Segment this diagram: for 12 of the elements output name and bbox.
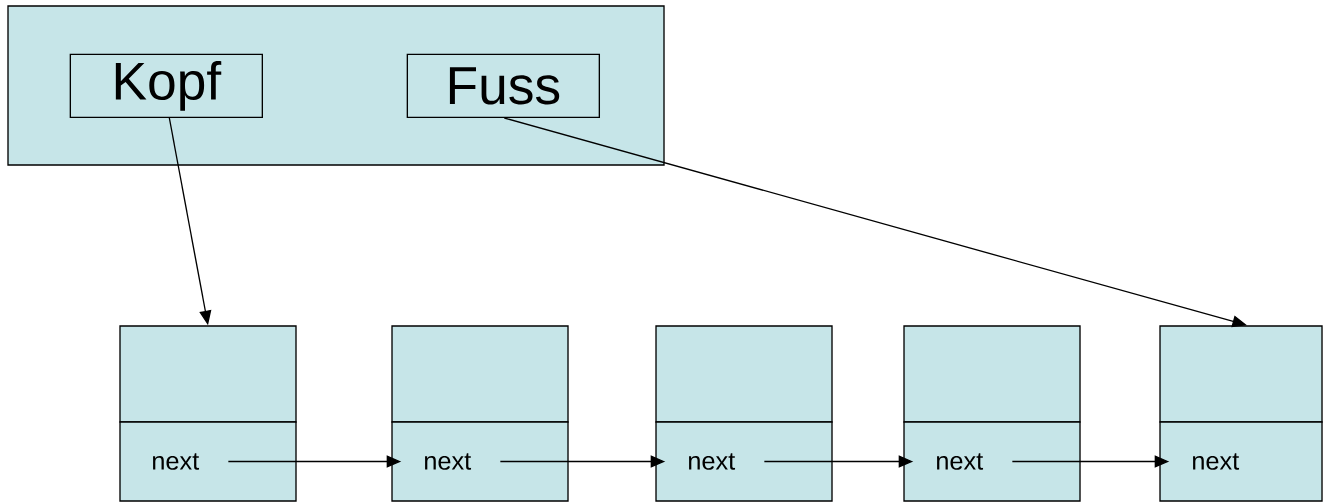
data-cell: [119, 325, 297, 423]
data-cell: [903, 325, 1081, 423]
pointer-cell: next: [903, 421, 1081, 502]
data-cell: [655, 325, 833, 423]
label-box: Fuss: [406, 53, 600, 118]
data-cell: [1159, 325, 1323, 423]
pointer-cell: next: [1159, 421, 1323, 502]
pointer-cell: next: [391, 421, 569, 502]
pointer-cell: next: [119, 421, 297, 502]
label-box: Kopf: [69, 53, 263, 118]
pointer-cell: next: [655, 421, 833, 502]
data-cell: [391, 325, 569, 423]
